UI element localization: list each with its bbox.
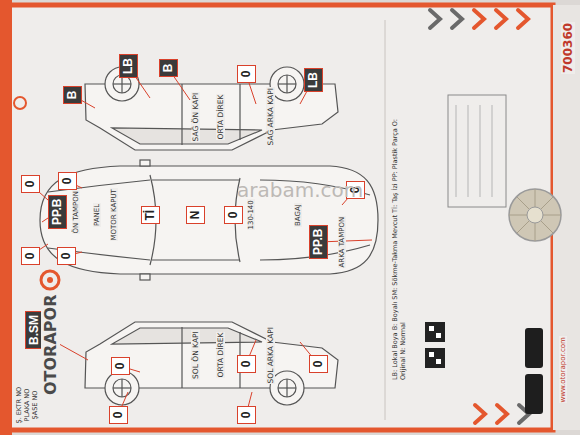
field-name: Ş. EKTR NO xyxy=(16,386,24,425)
rating-box: B xyxy=(159,59,178,77)
rating-box: 0 xyxy=(224,206,243,224)
rating-code: LB xyxy=(306,72,320,88)
rating-box: 0 xyxy=(111,357,130,375)
legend-note: LB: Lokal Boya B: Boyalı SM: Sökme-Takma… xyxy=(392,99,408,381)
rating-box: 0 xyxy=(109,406,128,424)
rating-box: 0 xyxy=(237,355,256,373)
rating-box: 0 xyxy=(309,355,328,373)
rating-code: Tİ xyxy=(143,210,157,221)
rating-box: 0 xyxy=(237,65,256,83)
part-name: BAGAJ xyxy=(294,203,302,227)
rating-box: PP.B xyxy=(309,225,328,259)
rating-box: B xyxy=(63,86,82,104)
rating-code: 0 xyxy=(60,178,74,185)
rating-code: 0 xyxy=(311,361,325,368)
rating-box: LB xyxy=(304,68,323,92)
rating-code: 0 xyxy=(239,361,253,368)
rating-box: 0 xyxy=(58,172,77,190)
rating-box: 0 xyxy=(21,175,40,193)
watermark: arabam.com xyxy=(236,178,364,202)
rating-code: 0 xyxy=(59,253,73,260)
part-name: SOL ÖN KAPI xyxy=(191,330,200,380)
rating-code: 0 xyxy=(113,363,127,370)
rating-code: B.SM xyxy=(27,315,41,345)
part-name: ÖN TAMPON xyxy=(72,190,80,235)
rating-box: 0 xyxy=(237,406,256,424)
rating-code: 0 xyxy=(239,71,253,78)
part-name: SAĞ ÖN KAPI xyxy=(191,92,200,143)
rating-code: PP.B xyxy=(311,229,325,255)
rating-code: 0 xyxy=(23,253,37,260)
rating-code: B xyxy=(161,64,175,73)
part-name: MOTOR KAPUT xyxy=(110,188,118,241)
part-name: SAĞ ARKA KAPI xyxy=(266,87,275,146)
rating-code: 0 xyxy=(239,412,253,419)
rating-code: LB xyxy=(121,58,135,74)
serial-number: 700360 xyxy=(561,22,575,74)
rating-box: Tİ xyxy=(141,206,160,225)
rating-box: LB xyxy=(119,54,138,78)
measurement: 130-140 xyxy=(247,199,255,230)
field-name: PLAKA NO xyxy=(24,388,32,423)
rating-box: 0 xyxy=(57,247,76,265)
part-name: ORTA DİREK xyxy=(216,94,225,141)
website: www.otorapor.com xyxy=(559,336,567,403)
rating-code: 0 xyxy=(226,212,240,219)
part-name: ARKA TAMPON xyxy=(338,216,346,269)
rating-box: PP.B xyxy=(48,195,67,229)
rating-code: B xyxy=(65,91,79,100)
rating-code: N xyxy=(188,211,202,220)
rating-code: 0 xyxy=(23,181,37,188)
rating-code: 0 xyxy=(111,412,125,419)
brand-logo: OTORAPOR xyxy=(41,294,60,396)
part-name: SOL ARKA KAPI xyxy=(266,326,275,385)
part-name: ORTA DİREK xyxy=(216,332,225,379)
rating-box: N xyxy=(186,206,205,224)
field-name: ŞASE NO xyxy=(32,390,40,421)
rating-code: PP.B xyxy=(50,199,64,225)
rating-box: 0 xyxy=(21,247,40,265)
part-name: PANEL xyxy=(93,203,101,227)
